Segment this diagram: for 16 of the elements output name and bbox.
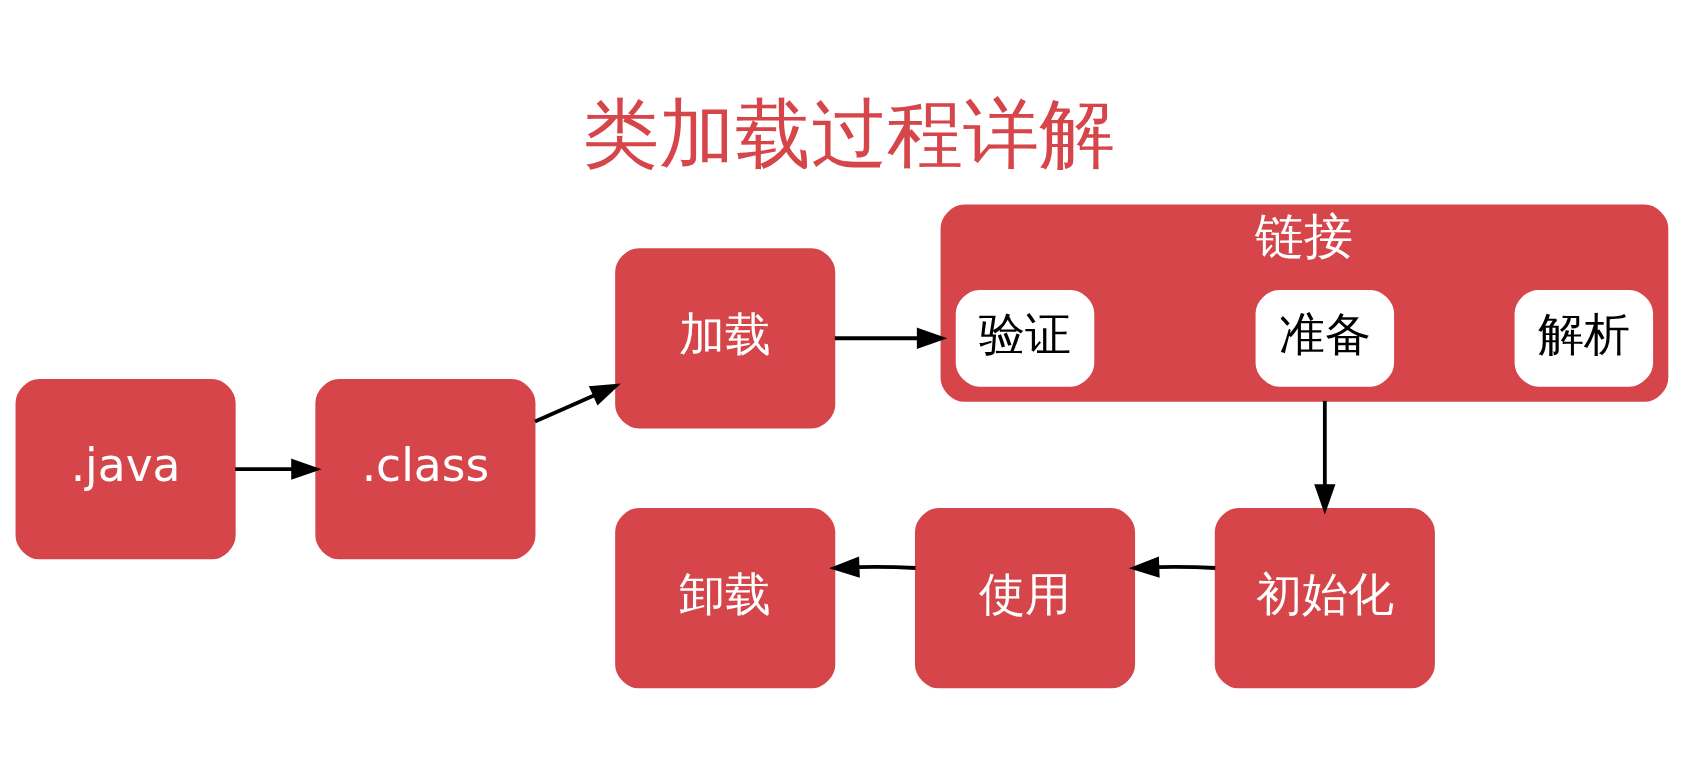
arrow [834,327,948,349]
arrow [1314,400,1336,515]
node-box: 使用 [914,507,1136,688]
node-box: .class [315,378,536,559]
arrow [829,555,916,578]
node-box: 准备 [1255,289,1395,387]
node-box: 解析 [1514,289,1654,387]
node-box: 初始化 [1214,507,1435,688]
node-box: .java [15,378,236,559]
node-box: 加载 [615,247,836,428]
diagram-title: 类加载过程详解 [583,89,1116,178]
node-box: 卸载 [615,507,836,688]
arrow [235,458,322,480]
arrow [1128,555,1216,578]
arrow [534,383,621,423]
node-box: 验证 [955,289,1095,387]
